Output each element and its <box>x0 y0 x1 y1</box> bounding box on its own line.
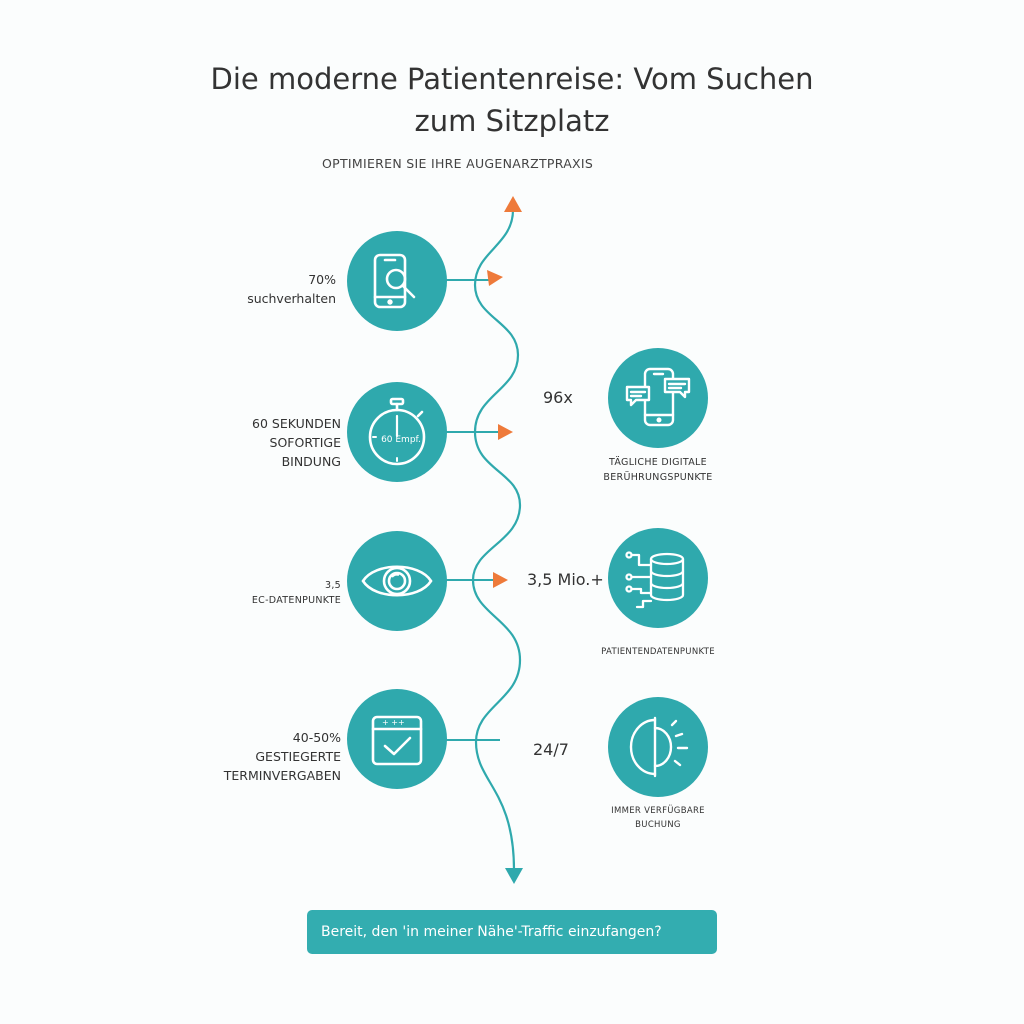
stat-patient-data: 3,5 Mio.+ <box>527 570 604 589</box>
step-4-line-2: GESTIEGERTE <box>255 749 341 764</box>
right-step-1-line-2: BERÜHRUNGSPUNKTE <box>603 472 713 483</box>
right-step-3-line-1: IMMER VERFÜGBARE <box>611 806 705 816</box>
right-step-1-line-1: TÄGLICHE DIGITALE <box>609 457 707 468</box>
stat-touchpoints: 96x <box>543 388 573 407</box>
phone-search-icon <box>347 231 447 331</box>
arrow-right-icon-1 <box>487 270 503 286</box>
step-4-label: 40-50% GESTIEGERTE TERMINVERGABEN <box>224 728 341 785</box>
arrow-up-icon <box>504 196 522 212</box>
step-2-line-3: BINDUNG <box>281 454 341 469</box>
database-icon <box>608 528 708 628</box>
step-1-value: 70% <box>308 272 336 287</box>
step-3-label: 3,5 EC-DATENPUNKTE <box>252 578 341 608</box>
calendar-header-text: + ++ <box>382 718 405 727</box>
timeline-wave <box>471 209 522 871</box>
page-subtitle: OPTIMIEREN SIE IHRE AUGENARZTPRAXIS <box>322 156 594 171</box>
cta-button[interactable]: Bereit, den 'in meiner Nähe'-Traffic ein… <box>307 910 717 954</box>
title-line-2: zum Sitzplatz <box>414 104 610 138</box>
right-step-2-label: PATIENTENDATENPUNKTE <box>583 643 733 662</box>
arrow-down-icon <box>505 868 523 884</box>
step-3-text: EC-DATENPUNKTE <box>251 595 341 606</box>
step-4-line-3: TERMINVERGABEN <box>223 768 341 783</box>
arrow-right-icon-3 <box>493 572 508 588</box>
step-2-line-1: 60 SEKUNDEN <box>252 416 341 431</box>
step-1-label: 70% suchverhalten <box>247 270 336 308</box>
step-2-label: 60 SEKUNDEN SOFORTIGE BINDUNG <box>252 414 341 471</box>
arrow-right-icon-2 <box>498 424 513 440</box>
right-step-1-label: TÄGLICHE DIGITALE BERÜHRUNGSPUNKTE <box>583 455 733 485</box>
step-2-line-2: SOFORTIGE <box>269 435 341 450</box>
phone-chat-icon <box>608 348 708 448</box>
right-step-2-line-1: PATIENTENDATENPUNKTE <box>601 647 715 657</box>
title-line-1: Die moderne Patientenreise: Vom Suchen <box>210 62 814 96</box>
calendar-check-icon: + ++ <box>347 689 447 789</box>
step-1-text: suchverhalten <box>247 291 336 306</box>
stopwatch-icon: 60 Empf. <box>347 382 447 482</box>
step-3-value: 3,5 <box>324 580 341 591</box>
right-step-3-line-2: BUCHUNG <box>635 820 681 830</box>
stat-availability: 24/7 <box>533 740 569 759</box>
right-step-3-label: IMMER VERFÜGBARE BUCHUNG <box>583 804 733 832</box>
page-title: Die moderne Patientenreise: Vom Suchen z… <box>0 58 1024 142</box>
half-sun-icon <box>608 697 708 797</box>
step-4-value: 40-50% <box>292 730 341 745</box>
stopwatch-text: 60 Empf. <box>381 435 421 445</box>
eye-icon <box>347 531 447 631</box>
